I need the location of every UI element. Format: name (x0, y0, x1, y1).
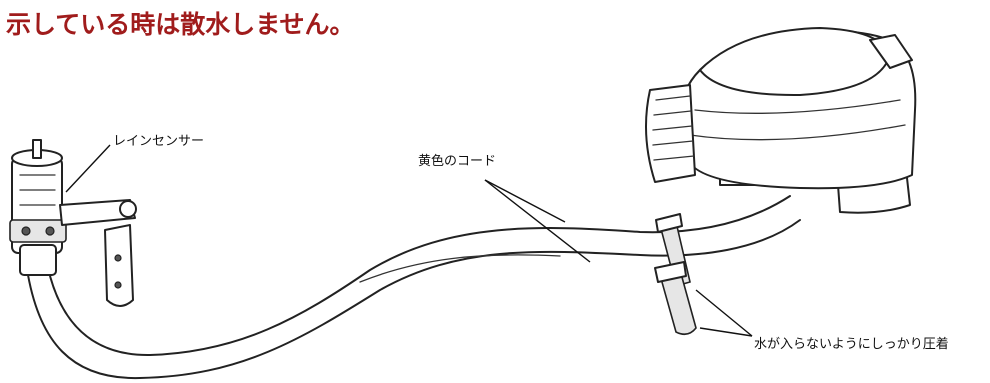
leader-crimp-lower (699, 327, 753, 337)
leader-cord-right (484, 179, 566, 223)
rain-sensor-label: レインセンサー (113, 134, 205, 149)
leader-crimp-upper (695, 289, 753, 337)
crimp-note-label: 水が入らないようにしっかり圧着 (754, 337, 949, 352)
page-heading: 示している時は散水しません。 (6, 10, 355, 39)
rain-sensor (9, 139, 67, 276)
crimp-connector-lower (654, 261, 697, 336)
leader-rain-sensor (65, 144, 111, 193)
leader-cord-left (484, 179, 591, 263)
yellow-cord-label: 黄色のコード (418, 154, 497, 169)
mounting-bracket (59, 199, 137, 307)
timer-unit (645, 27, 917, 214)
